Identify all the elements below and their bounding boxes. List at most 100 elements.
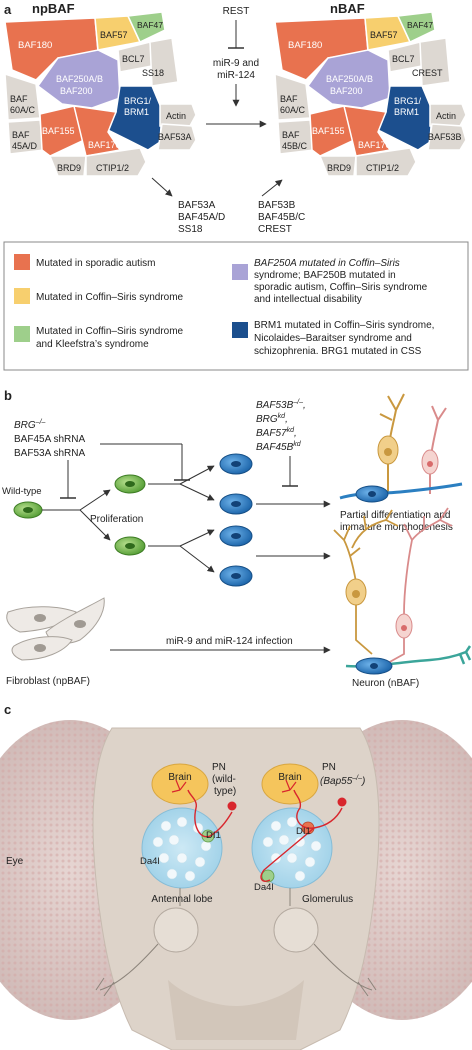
brain-right-label: Brain <box>278 772 301 783</box>
late-inhibitor-4: BAF45Bkd <box>256 441 302 453</box>
n-gained-2: BAF45B/C <box>258 212 305 223</box>
legend-blue-text-2: Nicolaides–Baraitser syndrome and <box>254 333 412 344</box>
legend-swatch-orange <box>14 254 30 270</box>
nbaf-baf47-shape <box>396 11 436 44</box>
nbaf-actin-shape <box>429 103 467 127</box>
pn-wt-soma <box>227 801 237 811</box>
fibroblast-label: Fibroblast (npBAF) <box>6 676 90 687</box>
brain-left-label: Brain <box>168 772 191 783</box>
legend-box <box>3 241 469 371</box>
mature-neuron-1-dendrites <box>333 509 399 583</box>
panel-c: c Eye Brain Brain PN (wild- type) PN (Ba… <box>0 702 472 1050</box>
npbaf-ctip-label: CTIP1/2 <box>96 163 129 173</box>
legend-purple-text-3: sporadic autism, Coffin–Siris syndrome <box>254 282 428 293</box>
nbaf-brd9-shape <box>318 155 357 177</box>
npbaf-baf155-label: BAF155 <box>42 126 75 136</box>
antenna-left <box>153 907 199 953</box>
legend-swatch-green <box>14 326 30 342</box>
legend-swatch-purple <box>232 264 248 280</box>
npbaf-actin-label: Actin <box>166 111 186 121</box>
legend-purple-text-4: and intellectual disability <box>254 294 362 305</box>
neuron-cell-2-nucleus <box>231 501 241 507</box>
legend-blue-text-3: schizophrenia. BRG1 mutated in CSS <box>254 346 422 357</box>
bottom-fork-up <box>179 529 215 547</box>
nbaf-brg1-label-2: BRM1 <box>394 107 419 117</box>
glomerulus-label: Glomerulus <box>302 894 353 905</box>
rest-label: REST <box>223 6 250 17</box>
np-lost-arrow <box>151 177 173 197</box>
proliferation-label: Proliferation <box>90 514 143 525</box>
nbaf-baf250-label-2: BAF200 <box>330 86 363 96</box>
legend-purple-text-1: BAF250A mutated in Coffin–Siris <box>254 258 400 269</box>
antenna-right <box>273 907 319 953</box>
legend: Mutated in sporadic autism Mutated in Co… <box>3 241 469 371</box>
inhibitor-baf45a: BAF45A shRNA <box>14 434 85 445</box>
partial-neuron-2-nucleus <box>427 461 433 467</box>
top-fork-down <box>179 483 215 501</box>
nbaf-ctip-label: CTIP1/2 <box>366 163 399 173</box>
dl1-label-right: DI1 <box>296 826 311 837</box>
arista-right <box>313 943 377 997</box>
legend-swatch-yellow <box>14 288 30 304</box>
nbaf-bcl7-label: BCL7 <box>392 54 415 64</box>
fly-mouthparts <box>168 980 304 1040</box>
mature-neuron-1-axon <box>355 605 373 655</box>
arista-left <box>95 943 159 997</box>
mature-neuron-3-axon <box>345 645 472 668</box>
legend-blue-text-1: BRM1 mutated in Coffin–Siris syndrome, <box>254 320 434 331</box>
nbaf-actin-label: Actin <box>436 111 456 121</box>
infection-label: miR-9 and miR-124 infection <box>166 636 293 647</box>
nbaf-baf53-label: BAF53B <box>428 132 462 142</box>
nbaf-baf60-label-2: 60A/C <box>280 105 306 115</box>
partial-label-1: Partial differentiation and <box>340 510 450 521</box>
legend-orange-text: Mutated in sporadic autism <box>36 258 156 269</box>
npbaf-ss18-shape <box>149 37 179 87</box>
nbaf-crest-label: CREST <box>412 68 443 78</box>
npbaf-baf250-label-2: BAF200 <box>60 86 93 96</box>
neuron-label: Neuron (nBAF) <box>352 678 419 689</box>
fibroblast-2-nucleus <box>74 620 86 628</box>
npbaf-baf180-label: BAF180 <box>18 40 52 51</box>
n-gained-3: CREST <box>258 224 292 235</box>
fibroblasts <box>6 597 105 661</box>
pn-wt-brain-branches <box>171 779 187 793</box>
pn-mut-line-1: PN <box>322 762 336 773</box>
panel-a: a npBAF nBAF BAF180 BAF57 BAF47 BAF250A/… <box>3 1 469 371</box>
npbaf-baf170-label: BAF170 <box>88 140 121 150</box>
fibroblast-1-nucleus <box>34 614 46 622</box>
np-lost-2: BAF45A/D <box>178 212 225 223</box>
dl1-label-left: DI1 <box>206 830 221 841</box>
inhibitor-brg: BRG–/– <box>14 419 46 431</box>
progenitor-cell-top-nucleus <box>125 481 135 487</box>
nbaf-baf53-shape <box>427 123 467 151</box>
nbaf-complex: BAF180 BAF57 BAF47 BAF250A/B BAF200 BCL7… <box>274 11 467 177</box>
bottom-fork-down <box>179 545 215 573</box>
np-lost-3: SS18 <box>178 224 203 235</box>
nbaf-baf155-shape <box>309 105 355 157</box>
legend-green-text-2: and Kleefstra’s syndrome <box>36 339 149 350</box>
nbaf-baf250-label-1: BAF250A/B <box>326 74 373 84</box>
nbaf-baf45-label-2: 45B/C <box>282 141 308 151</box>
mature-neuron-2-nucleus <box>401 625 407 631</box>
pn-mut-brain-branches <box>281 779 297 793</box>
nbaf-baf170-label: BAF170 <box>358 140 391 150</box>
npbaf-baf47-shape <box>126 11 166 44</box>
da4l-label-right: Da4l <box>254 882 274 893</box>
wildtype-label: Wild-type <box>2 486 42 497</box>
nbaf-baf155-label: BAF155 <box>312 126 345 136</box>
npbaf-brg1-label-2: BRM1 <box>124 107 149 117</box>
pn-mut-soma <box>337 797 347 807</box>
pn-mut-axon <box>260 789 343 882</box>
npbaf-baf250-shape <box>36 49 121 109</box>
antennal-lobe-label: Antennal lobe <box>151 894 213 905</box>
neuron-cell-3-nucleus <box>231 533 241 539</box>
nbaf-title: nBAF <box>330 1 365 16</box>
nbaf-baf45-label-1: BAF <box>282 130 300 140</box>
fork-up-arrow <box>79 489 111 511</box>
npbaf-brg1-label-1: BRG1/ <box>124 96 152 106</box>
pn-wt-line-3: type) <box>214 786 236 797</box>
brain-left <box>151 763 209 805</box>
np-lost-1: BAF53A <box>178 200 216 211</box>
